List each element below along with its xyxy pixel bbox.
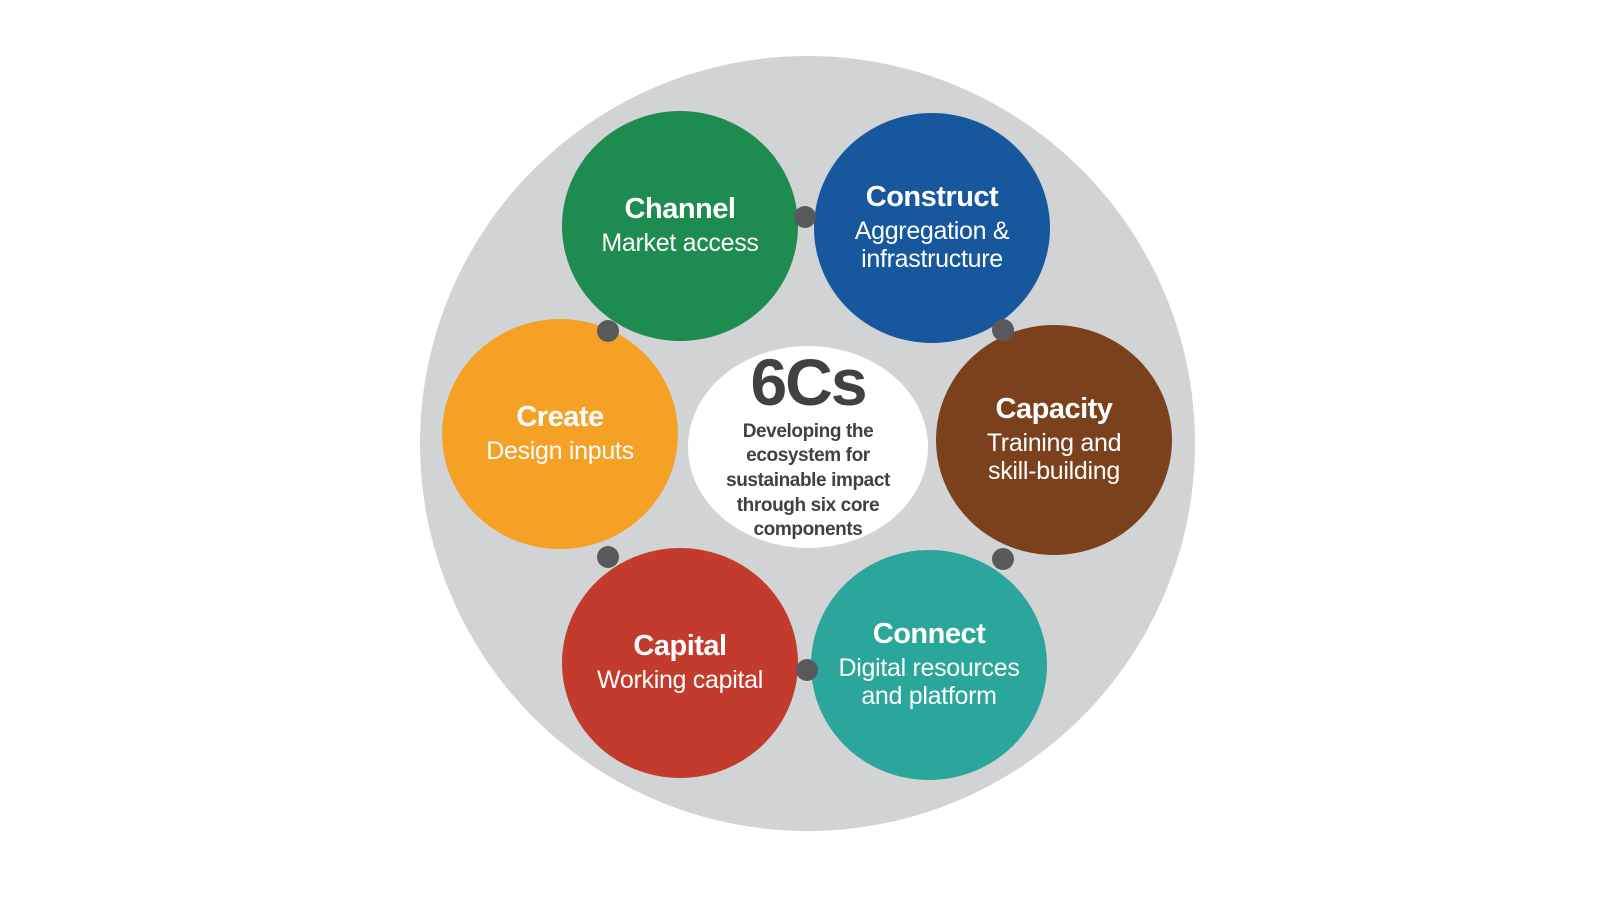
component-subtitle-construct: Aggregation & infrastructure — [854, 216, 1010, 274]
center-tagline: Developing the ecosystem for sustainable… — [726, 420, 890, 541]
component-circle-capital: Capital Working capital — [562, 548, 798, 778]
component-subtitle-channel: Market access — [601, 229, 759, 258]
connector-dot-capacity-connect — [992, 548, 1014, 570]
component-title-channel: Channel — [624, 193, 736, 226]
component-title-capacity: Capacity — [995, 393, 1113, 426]
component-title-connect: Connect — [872, 618, 986, 651]
component-circle-construct: Construct Aggregation & infrastructure — [814, 113, 1050, 343]
connector-dot-create-capital — [597, 546, 619, 568]
component-subtitle-create: Design inputs — [486, 437, 634, 466]
component-circle-channel: Channel Market access — [562, 111, 798, 341]
component-title-capital: Capital — [633, 630, 727, 663]
component-subtitle-capital: Working capital — [597, 666, 763, 695]
component-circle-create: Create Design inputs — [442, 319, 678, 549]
connector-dot-construct-capacity — [992, 319, 1014, 341]
center-title: 6Cs — [750, 344, 867, 419]
component-circle-capacity: Capacity Training and skill-building — [936, 325, 1172, 555]
connector-dot-channel-construct — [794, 206, 816, 228]
component-circle-connect: Connect Digital resources and platform — [811, 550, 1047, 780]
connector-dot-channel-create — [597, 320, 619, 342]
component-title-create: Create — [516, 401, 604, 434]
component-subtitle-capacity: Training and skill-building — [986, 428, 1122, 486]
connector-dot-capital-connect — [796, 659, 818, 681]
center-circle: 6Cs Developing the ecosystem for sustain… — [688, 346, 928, 548]
component-title-construct: Construct — [865, 181, 999, 214]
component-subtitle-connect: Digital resources and platform — [838, 653, 1020, 711]
